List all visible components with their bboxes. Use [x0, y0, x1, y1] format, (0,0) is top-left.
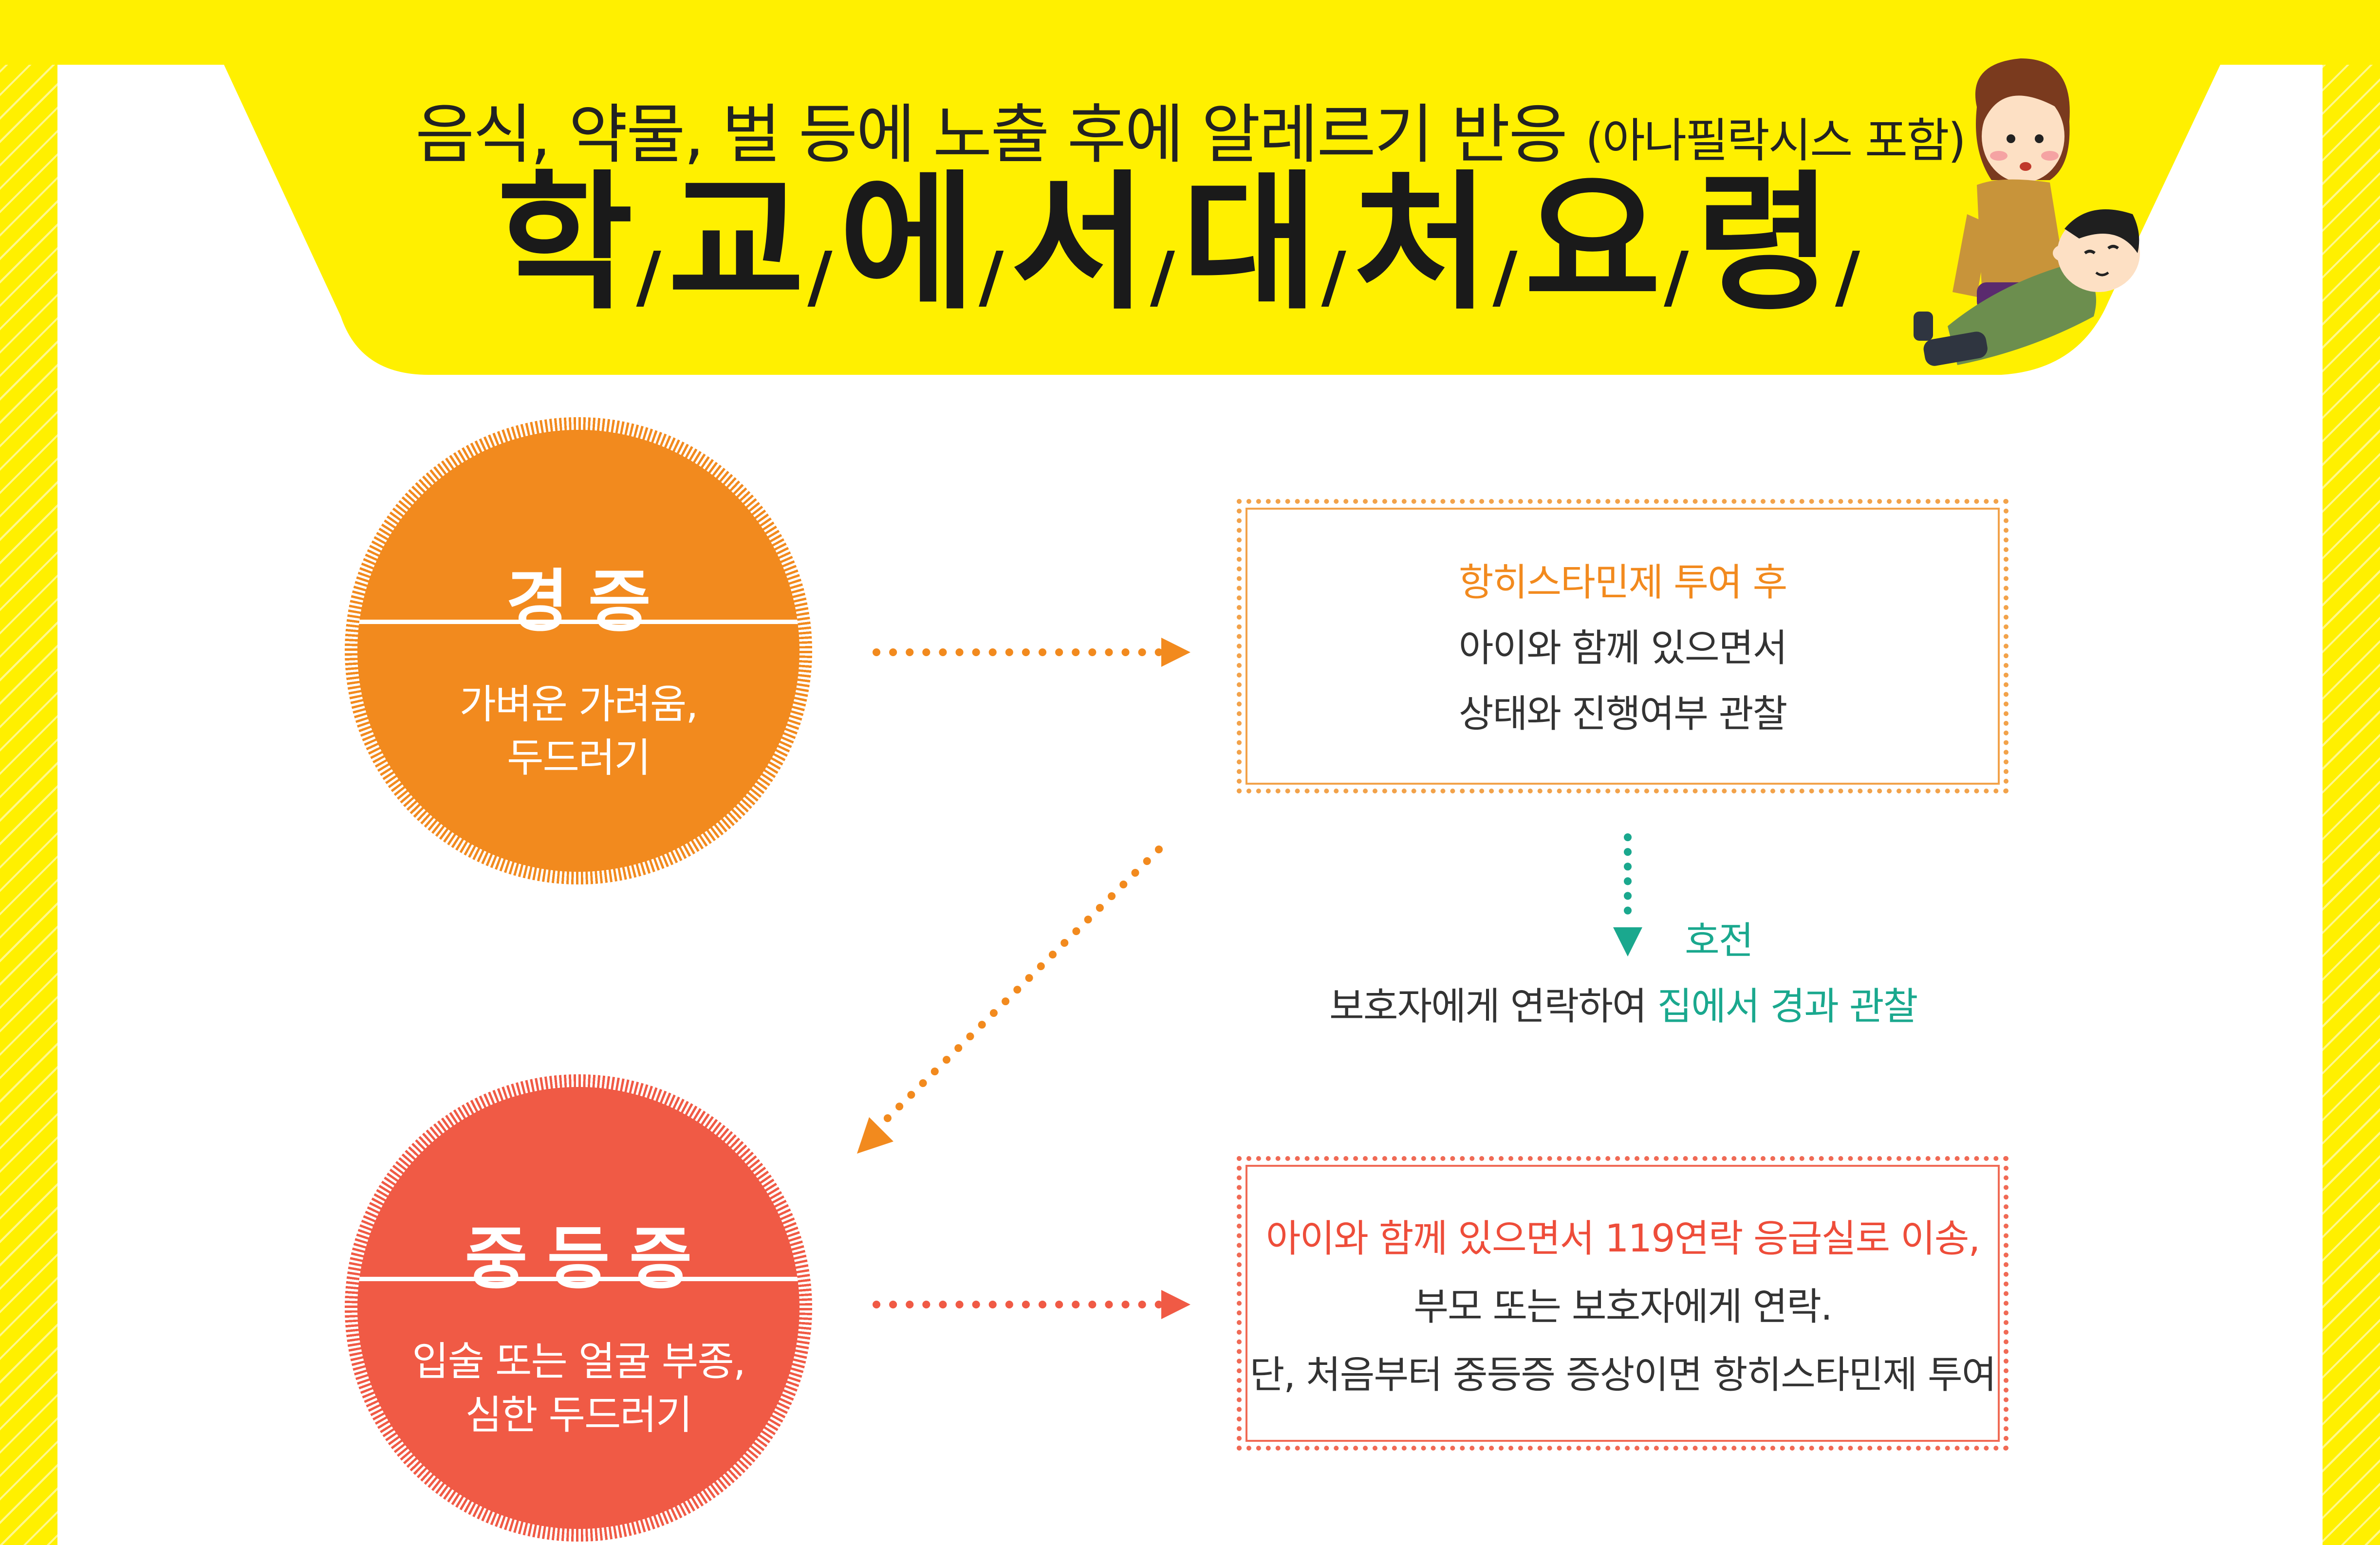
header-banner — [0, 0, 2380, 375]
title-char: 령 — [1695, 157, 1832, 330]
moderate-desc-line: 심한 두드러기 — [465, 1392, 693, 1438]
title-slash: / — [636, 238, 661, 317]
mild-symptom-circle: 경증 가벼운 가려움, 두드러기 — [345, 417, 812, 884]
moderate-to-box-arrow — [873, 1290, 1190, 1319]
title-char: 요 — [1524, 157, 1661, 330]
improvement-label: 호전 — [1685, 919, 1754, 963]
moderate-action-line: 단, 처음부터 중등증 증상이면 항히스타민제 투여 — [1249, 1353, 1997, 1397]
title-slash: / — [807, 238, 833, 317]
improvement-down-arrow — [1613, 833, 1642, 956]
moderate-divider — [357, 1277, 800, 1281]
title-char: 서 — [1010, 157, 1147, 330]
mild-description: 가벼운 가려움, 두드러기 — [357, 678, 800, 785]
title-slash: / — [1835, 238, 1860, 317]
mild-action-line: 상태와 진행여부 관찰 — [1458, 692, 1787, 736]
woman-helping-fallen-boy-illustration — [1914, 58, 2140, 366]
improvement-text-highlight: 집에서 경과 관찰 — [1657, 985, 1918, 1029]
mild-action-text: 항히스타민제 투여 후 아이와 함께 있으면서 상태와 진행여부 관찰 — [1237, 550, 2008, 747]
title-slash: / — [1321, 238, 1346, 317]
title-char: 학 — [497, 157, 633, 330]
title-slash: / — [1664, 238, 1689, 317]
moderate-symptom-circle: 중등증 입술 또는 얼굴 부종, 심한 두드러기 — [345, 1074, 812, 1542]
title-char: 교 — [668, 157, 805, 330]
mild-heading: 경증 — [506, 562, 670, 642]
title-char: 에 — [839, 157, 976, 330]
mild-to-box-arrow — [873, 638, 1190, 667]
mild-divider — [357, 620, 800, 624]
mild-box-inner-border — [1246, 508, 2000, 785]
moderate-action-line: 부모 또는 보호자에게 연락. — [1413, 1285, 1833, 1329]
moderate-box-outer-border — [1237, 1156, 2008, 1451]
title-char: 처 — [1353, 157, 1490, 330]
mild-action-line: 항히스타민제 투여 후 — [1458, 561, 1787, 605]
title-char: 대 — [1182, 157, 1319, 330]
header-subtitle: 음식, 약물, 벌 등에 노출 후에 알레르기 반응 (아나필락시스 포함) — [0, 83, 2380, 176]
mild-desc-line: 가벼운 가려움, — [459, 681, 699, 728]
mild-to-moderate-diagonal-arrow — [857, 846, 1163, 1154]
mild-action-line: 아이와 함께 있으면서 — [1458, 626, 1787, 670]
moderate-action-line: 아이와 함께 있으면서 119연락 응급실로 이송, — [1265, 1217, 1981, 1261]
subtitle-paren: (아나필락시스 포함) — [1585, 113, 1966, 168]
title-slash: / — [1150, 238, 1175, 317]
mild-action-box: 항히스타민제 투여 후 아이와 함께 있으면서 상태와 진행여부 관찰 — [1237, 499, 2008, 793]
mild-circle-fill: 경증 가벼운 가려움, 두드러기 — [357, 430, 800, 872]
moderate-action-box: 아이와 함께 있으면서 119연락 응급실로 이송, 부모 또는 보호자에게 연… — [1237, 1156, 2008, 1451]
mild-desc-line: 두드러기 — [507, 735, 651, 781]
improvement-text: 보호자에게 연락하여 집에서 경과 관찰 — [1329, 976, 1918, 1030]
subtitle-main: 음식, 약물, 벌 등에 노출 후에 알레르기 반응 — [415, 97, 1568, 172]
title-slash: / — [979, 238, 1004, 317]
moderate-description: 입술 또는 얼굴 부종, 심한 두드러기 — [357, 1335, 800, 1442]
moderate-action-text: 아이와 함께 있으면서 119연락 응급실로 이송, 부모 또는 보호자에게 연… — [1237, 1205, 2008, 1409]
moderate-circle-fill: 중등증 입술 또는 얼굴 부종, 심한 두드러기 — [357, 1087, 800, 1529]
improvement-text-prefix: 보호자에게 연락하여 — [1329, 985, 1657, 1029]
moderate-desc-line: 입술 또는 얼굴 부종, — [412, 1339, 746, 1385]
moderate-heading: 중등증 — [465, 1219, 712, 1299]
title-slash: / — [1492, 238, 1518, 317]
mild-box-outer-border — [1237, 499, 2008, 793]
moderate-box-inner-border — [1246, 1165, 2000, 1442]
page-title: 학/ 교/ 에/ 서/ 대/ 처/ 요/ 령/ — [497, 157, 1860, 330]
